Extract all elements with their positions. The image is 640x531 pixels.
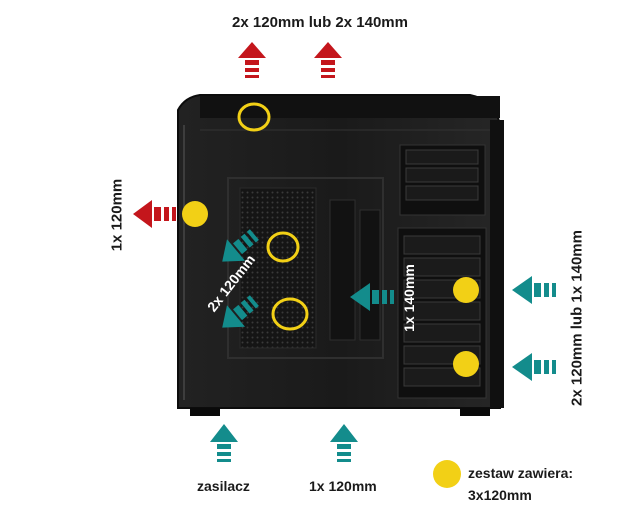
label-rear-fan: 1x 120mm — [108, 178, 126, 252]
red-arrow-icon — [314, 42, 342, 78]
legend: zestaw zawiera: 3x120mm — [468, 462, 573, 506]
label-middle-fan: 1x 140mm — [401, 264, 417, 332]
yellow-dot-icon — [453, 351, 479, 377]
label-bottom-fan: 1x 120mm — [309, 478, 377, 494]
legend-line-2: 3x120mm — [468, 487, 532, 503]
teal-arrow-icon — [350, 283, 394, 311]
red-arrow-icon — [238, 42, 266, 78]
legend-line-1: zestaw zawiera: — [468, 465, 574, 481]
yellow-ring-icon — [271, 297, 309, 331]
yellow-ring-icon — [237, 102, 271, 132]
teal-arrow-icon — [330, 424, 358, 462]
teal-arrow-icon — [512, 353, 556, 381]
label-psu: zasilacz — [197, 478, 250, 494]
red-arrow-icon — [133, 200, 176, 228]
teal-arrow-icon — [222, 295, 259, 328]
legend-yellow-dot-icon — [433, 460, 461, 488]
label-front-fans: 2x 120mm lub 1x 140mm — [568, 230, 586, 406]
teal-arrow-icon — [210, 424, 238, 462]
label-top-fans: 2x 120mm lub 2x 140mm — [232, 14, 408, 31]
front-panel — [490, 120, 504, 408]
yellow-ring-icon — [266, 231, 300, 263]
pc-case — [177, 94, 504, 416]
optical-drive-bays — [399, 144, 486, 216]
yellow-dot-icon — [182, 201, 208, 227]
yellow-dot-icon — [453, 277, 479, 303]
teal-arrow-icon — [512, 276, 556, 304]
teal-arrow-icon — [222, 229, 259, 262]
top-panel — [200, 96, 500, 118]
